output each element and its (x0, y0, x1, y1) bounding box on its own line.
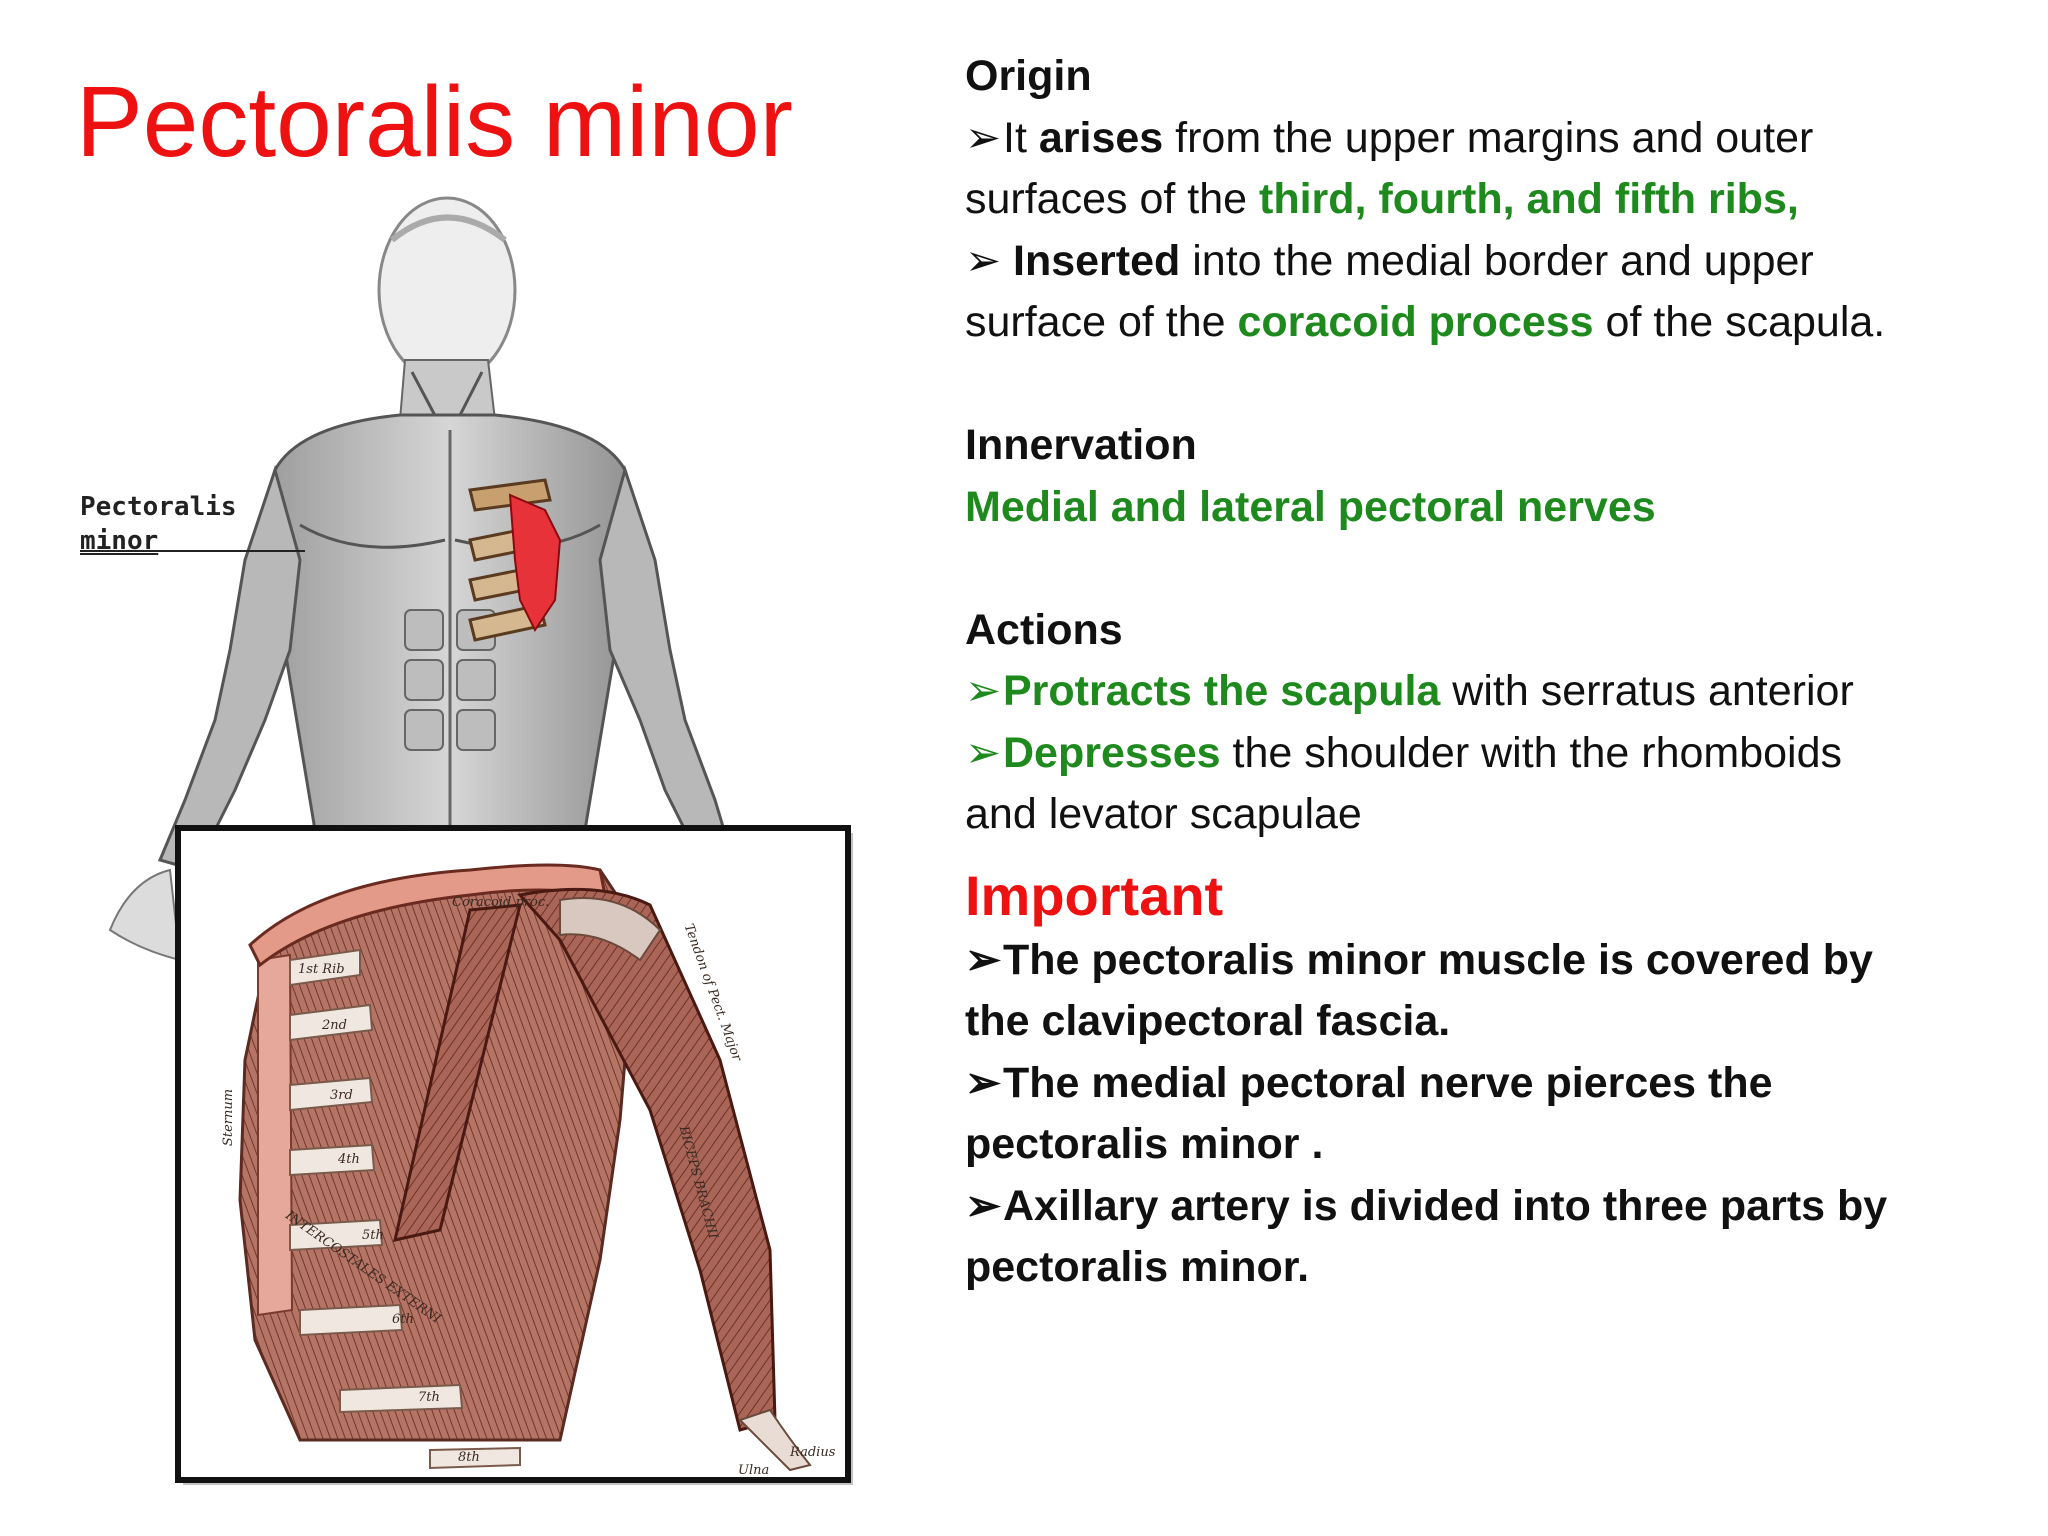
important-2: ➢The medial pectoral nerve pierces the (965, 1053, 2040, 1115)
callout-rib-5: 5th (362, 1228, 384, 1243)
insertion-line-1: ➢Inserted into the medial border and upp… (965, 231, 2040, 293)
bullet-arrow-icon: ➢ (965, 1181, 1002, 1230)
action-2-cont: and levator scapulae (965, 790, 1362, 838)
callout-rib-2: 2nd (322, 1018, 347, 1033)
label-line-1: Pectoralis (80, 492, 237, 522)
pectoralis-minor-label: Pectoralis minor (80, 490, 237, 558)
important-2-cont: pectoralis minor . (965, 1120, 1324, 1168)
innervation-text: Medial and lateral pectoral nerves (965, 482, 1656, 531)
innervation-heading: Innervation (965, 421, 1197, 469)
callout-rib-1: 1st Rib (298, 962, 345, 977)
callout-sternum: Sternum (221, 1088, 237, 1147)
origin-line-2: surfaces of the third, fourth, and fifth… (965, 175, 1799, 223)
callout-rib-3: 3rd (330, 1088, 353, 1103)
action-1: ➢Protracts the scapula with serratus ant… (965, 661, 2040, 723)
slide-title: Pectoralis minor (76, 66, 793, 178)
description-column: Origin ➢It arises from the upper margins… (965, 46, 2040, 1299)
bullet-arrow-icon: ➢ (965, 1058, 1002, 1107)
important-1: ➢The pectoralis minor muscle is covered … (965, 930, 2040, 992)
callout-coracoid: Coracoid proc. (452, 895, 550, 910)
insertion-line-2: surface of the coracoid process of the s… (965, 298, 1886, 346)
action-2: ➢Depresses the shoulder with the rhomboi… (965, 723, 2040, 785)
callout-rib-7: 7th (418, 1390, 440, 1405)
origin-heading: Origin (965, 52, 1092, 100)
callout-rib-6: 6th (392, 1312, 414, 1327)
callout-ulna: Ulna (738, 1463, 770, 1478)
bullet-arrow-icon: ➢ (965, 935, 1002, 984)
bullet-arrow-icon: ➢ (965, 667, 1002, 715)
important-1-cont: the clavipectoral fascia. (965, 997, 1451, 1045)
torso-figure (108, 196, 732, 962)
bullet-arrow-icon: ➢ (965, 113, 1002, 162)
label-line-2: minor (80, 526, 159, 556)
callout-rib-8: 8th (458, 1450, 480, 1465)
callout-radius: Radius (790, 1445, 836, 1460)
origin-line-1: ➢It arises from the upper margins and ou… (965, 108, 2040, 170)
bullet-arrow-icon: ➢ (965, 236, 1002, 285)
callout-rib-4: 4th (338, 1152, 360, 1167)
important-3: ➢Axillary artery is divided into three p… (965, 1176, 2040, 1238)
important-notes: ➢The pectoralis minor muscle is covered … (965, 930, 2040, 1299)
important-3-cont: pectoralis minor. (965, 1243, 1310, 1291)
important-heading: Important (965, 863, 1224, 927)
bullet-arrow-icon: ➢ (965, 728, 1002, 777)
thorax-detail-frame (175, 825, 853, 1485)
actions-heading: Actions (965, 605, 1123, 654)
